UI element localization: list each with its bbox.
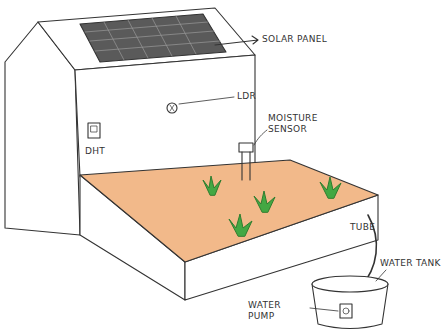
plant xyxy=(254,191,275,212)
dht-sensor xyxy=(88,123,100,138)
grid-line xyxy=(95,41,220,51)
part-label: WATER PUMP xyxy=(248,300,310,322)
house-front-wall xyxy=(75,55,255,177)
grid-line xyxy=(176,16,196,54)
soil-bed xyxy=(80,160,378,262)
part-label: SOLAR PANEL xyxy=(262,34,352,45)
part-label: DHT xyxy=(85,146,115,157)
pump-dial xyxy=(343,308,349,314)
part-label: MOISTURE SENSOR xyxy=(268,113,330,135)
part-label: TUBE xyxy=(350,222,390,233)
plants xyxy=(203,176,341,236)
plant xyxy=(229,214,252,236)
grid-line xyxy=(85,22,208,32)
pointer-arrow xyxy=(215,36,258,45)
grid-line xyxy=(104,22,124,60)
water-tank-rim xyxy=(312,276,388,292)
part-label: WATER TANK xyxy=(380,258,442,269)
grid-line xyxy=(128,20,148,58)
grid-line xyxy=(152,18,172,56)
moisture-sensor-probes xyxy=(242,152,250,180)
leader-line xyxy=(179,97,234,104)
ldr-mark xyxy=(170,105,174,111)
plant xyxy=(320,177,341,198)
moisture-sensor-body xyxy=(239,143,253,152)
solar-panel-grid xyxy=(85,16,220,60)
solar-panel xyxy=(80,14,226,62)
leader-line xyxy=(376,270,386,281)
dht-grille xyxy=(91,126,97,132)
grid-line xyxy=(90,31,214,41)
part-label: LDR xyxy=(237,91,277,102)
plant xyxy=(203,176,221,195)
leader-line xyxy=(254,130,267,145)
ldr-sensor xyxy=(167,103,177,113)
water-pump xyxy=(340,304,352,318)
leader-line xyxy=(310,308,338,311)
